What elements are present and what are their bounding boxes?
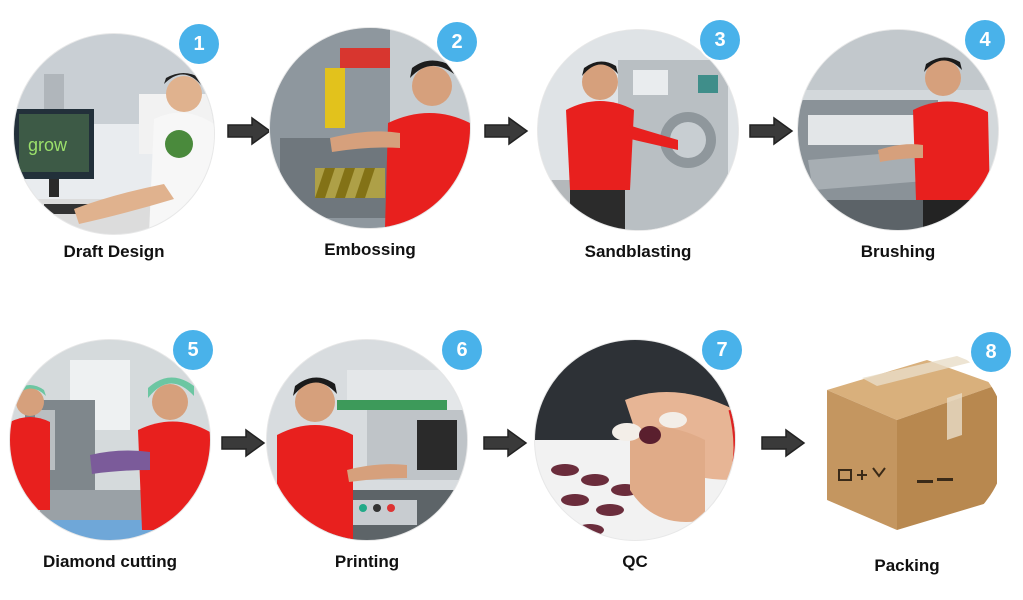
diamond-cutting-photo <box>10 340 210 540</box>
step-label: Draft Design <box>63 242 165 261</box>
arrow-right-icon <box>482 428 528 458</box>
step-label: Embossing <box>324 240 416 259</box>
step-label: Sandblasting <box>584 242 692 261</box>
draft-design-photo: grow <box>14 34 214 234</box>
step-number-badge: 5 <box>173 330 213 370</box>
arrow-right-icon <box>220 428 266 458</box>
step-number-badge: 6 <box>442 330 482 370</box>
packing-box-photo <box>807 340 1007 540</box>
step-label: Packing <box>874 556 940 575</box>
step-label: Printing <box>334 552 400 571</box>
step-number-badge: 3 <box>700 20 740 60</box>
step-number-badge: 2 <box>437 22 477 62</box>
qc-photo <box>535 340 735 540</box>
brushing-photo <box>798 30 998 230</box>
monitor-logo: grow <box>28 135 68 155</box>
step-label: Diamond cutting <box>42 552 178 571</box>
arrow-right-icon <box>748 116 794 146</box>
step-number-badge: 8 <box>971 332 1011 372</box>
arrow-right-icon <box>760 428 806 458</box>
step-label: Brushing <box>860 242 936 261</box>
step-label: QC <box>622 552 648 571</box>
step-number-badge: 4 <box>965 20 1005 60</box>
arrow-right-icon <box>226 116 272 146</box>
embossing-photo <box>270 28 470 228</box>
sandblasting-photo <box>538 30 738 230</box>
printing-photo <box>267 340 467 540</box>
step-number-badge: 7 <box>702 330 742 370</box>
step-number-badge: 1 <box>179 24 219 64</box>
arrow-right-icon <box>483 116 529 146</box>
